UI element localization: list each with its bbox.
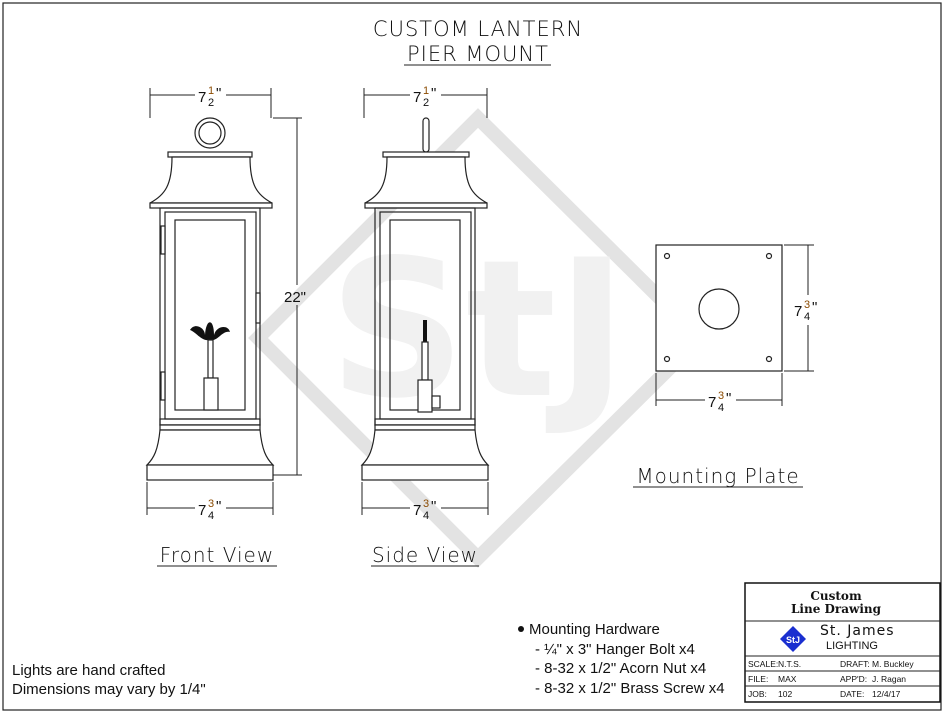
- svg-text:LIGHTING: LIGHTING: [826, 640, 878, 652]
- svg-text:3: 3: [423, 498, 429, 510]
- side-view-lantern: [360, 117, 490, 481]
- svg-text:Custom: Custom: [810, 589, 862, 603]
- svg-text:7: 7: [198, 502, 206, 519]
- svg-text:4: 4: [718, 402, 724, 414]
- svg-text:Line Drawing: Line Drawing: [791, 602, 882, 616]
- mounting-plate: [655, 244, 783, 372]
- svg-text:2: 2: [208, 97, 214, 109]
- front-top-dimension: 7 1 2 ": [149, 85, 272, 118]
- svg-text:7: 7: [794, 303, 802, 320]
- side-bottom-dimension: 7 3 4 ": [361, 482, 489, 522]
- svg-text:DRAFT:: DRAFT:: [840, 659, 870, 669]
- svg-text:12/4/17: 12/4/17: [872, 689, 901, 699]
- svg-text:StJ: StJ: [786, 635, 800, 645]
- front-view-lantern: [145, 117, 275, 481]
- svg-text:102: 102: [778, 689, 792, 699]
- front-view-label: Front View: [160, 543, 274, 567]
- hardware-item: - 8-32 x 1/2" Brass Screw x4: [535, 680, 725, 697]
- bullet-icon: [518, 626, 524, 632]
- side-view-label: Side View: [372, 543, 478, 567]
- svg-text:2: 2: [423, 97, 429, 109]
- watermark-logo: StJ: [248, 108, 710, 568]
- plate-bottom-dimension: 7 3 4 ": [655, 373, 783, 414]
- svg-text:4: 4: [804, 311, 810, 323]
- svg-text:": ": [216, 85, 221, 102]
- svg-text:": ": [726, 390, 731, 407]
- svg-text:3: 3: [208, 498, 214, 510]
- svg-text:JOB:: JOB:: [748, 689, 767, 699]
- svg-text:7: 7: [708, 394, 716, 411]
- svg-text:APP'D:: APP'D:: [840, 674, 867, 684]
- svg-text:": ": [812, 299, 817, 316]
- drawing-subtitle: PIER MOUNT: [407, 42, 549, 66]
- svg-text:": ": [216, 498, 221, 515]
- svg-text:7: 7: [413, 89, 421, 106]
- side-top-dimension: 7 1 2 ": [363, 85, 488, 118]
- note-hand-crafted: Lights are hand crafted: [12, 662, 165, 679]
- mounting-plate-label: Mounting Plate: [636, 464, 799, 488]
- svg-text:Mounting Hardware: Mounting Hardware: [529, 621, 660, 638]
- svg-text:M. Buckley: M. Buckley: [872, 659, 914, 669]
- hardware-item: - 8-32 x 1/2" Acorn Nut x4: [535, 660, 706, 677]
- svg-text:1: 1: [423, 85, 429, 97]
- svg-text:1: 1: [208, 85, 214, 97]
- plate-side-dimension: 7 3 4 ": [784, 244, 817, 372]
- mounting-hardware-list: Mounting Hardware - ¼" x 3" Hanger Bolt …: [518, 621, 725, 697]
- svg-text:7: 7: [198, 89, 206, 106]
- svg-text:St. James: St. James: [820, 623, 895, 639]
- svg-text:4: 4: [208, 510, 214, 522]
- front-bottom-dimension: 7 3 4 ": [146, 482, 274, 522]
- svg-text:N.T.S.: N.T.S.: [778, 659, 801, 669]
- svg-text:MAX: MAX: [778, 674, 797, 684]
- svg-text:SCALE:: SCALE:: [748, 659, 778, 669]
- svg-text:": ": [431, 85, 436, 102]
- svg-text:FILE:: FILE:: [748, 674, 768, 684]
- hardware-item: - ¼" x 3" Hanger Bolt x4: [535, 641, 695, 658]
- svg-text:3: 3: [718, 390, 724, 402]
- svg-text:4: 4: [423, 510, 429, 522]
- front-height-dimension: 22": [273, 117, 306, 476]
- st-james-logo-icon: StJ: [780, 626, 806, 652]
- svg-text:7: 7: [413, 502, 421, 519]
- title-block: Custom Line Drawing StJ St. James LIGHTI…: [744, 582, 941, 703]
- svg-text:": ": [431, 498, 436, 515]
- drawing-title: CUSTOM LANTERN: [373, 17, 583, 41]
- note-dimensions: Dimensions may vary by 1/4": [12, 681, 206, 698]
- svg-text:DATE:: DATE:: [840, 689, 864, 699]
- svg-text:3: 3: [804, 299, 810, 311]
- svg-text:22": 22": [284, 289, 306, 306]
- svg-text:J. Ragan: J. Ragan: [872, 674, 906, 684]
- svg-text:StJ: StJ: [329, 219, 627, 440]
